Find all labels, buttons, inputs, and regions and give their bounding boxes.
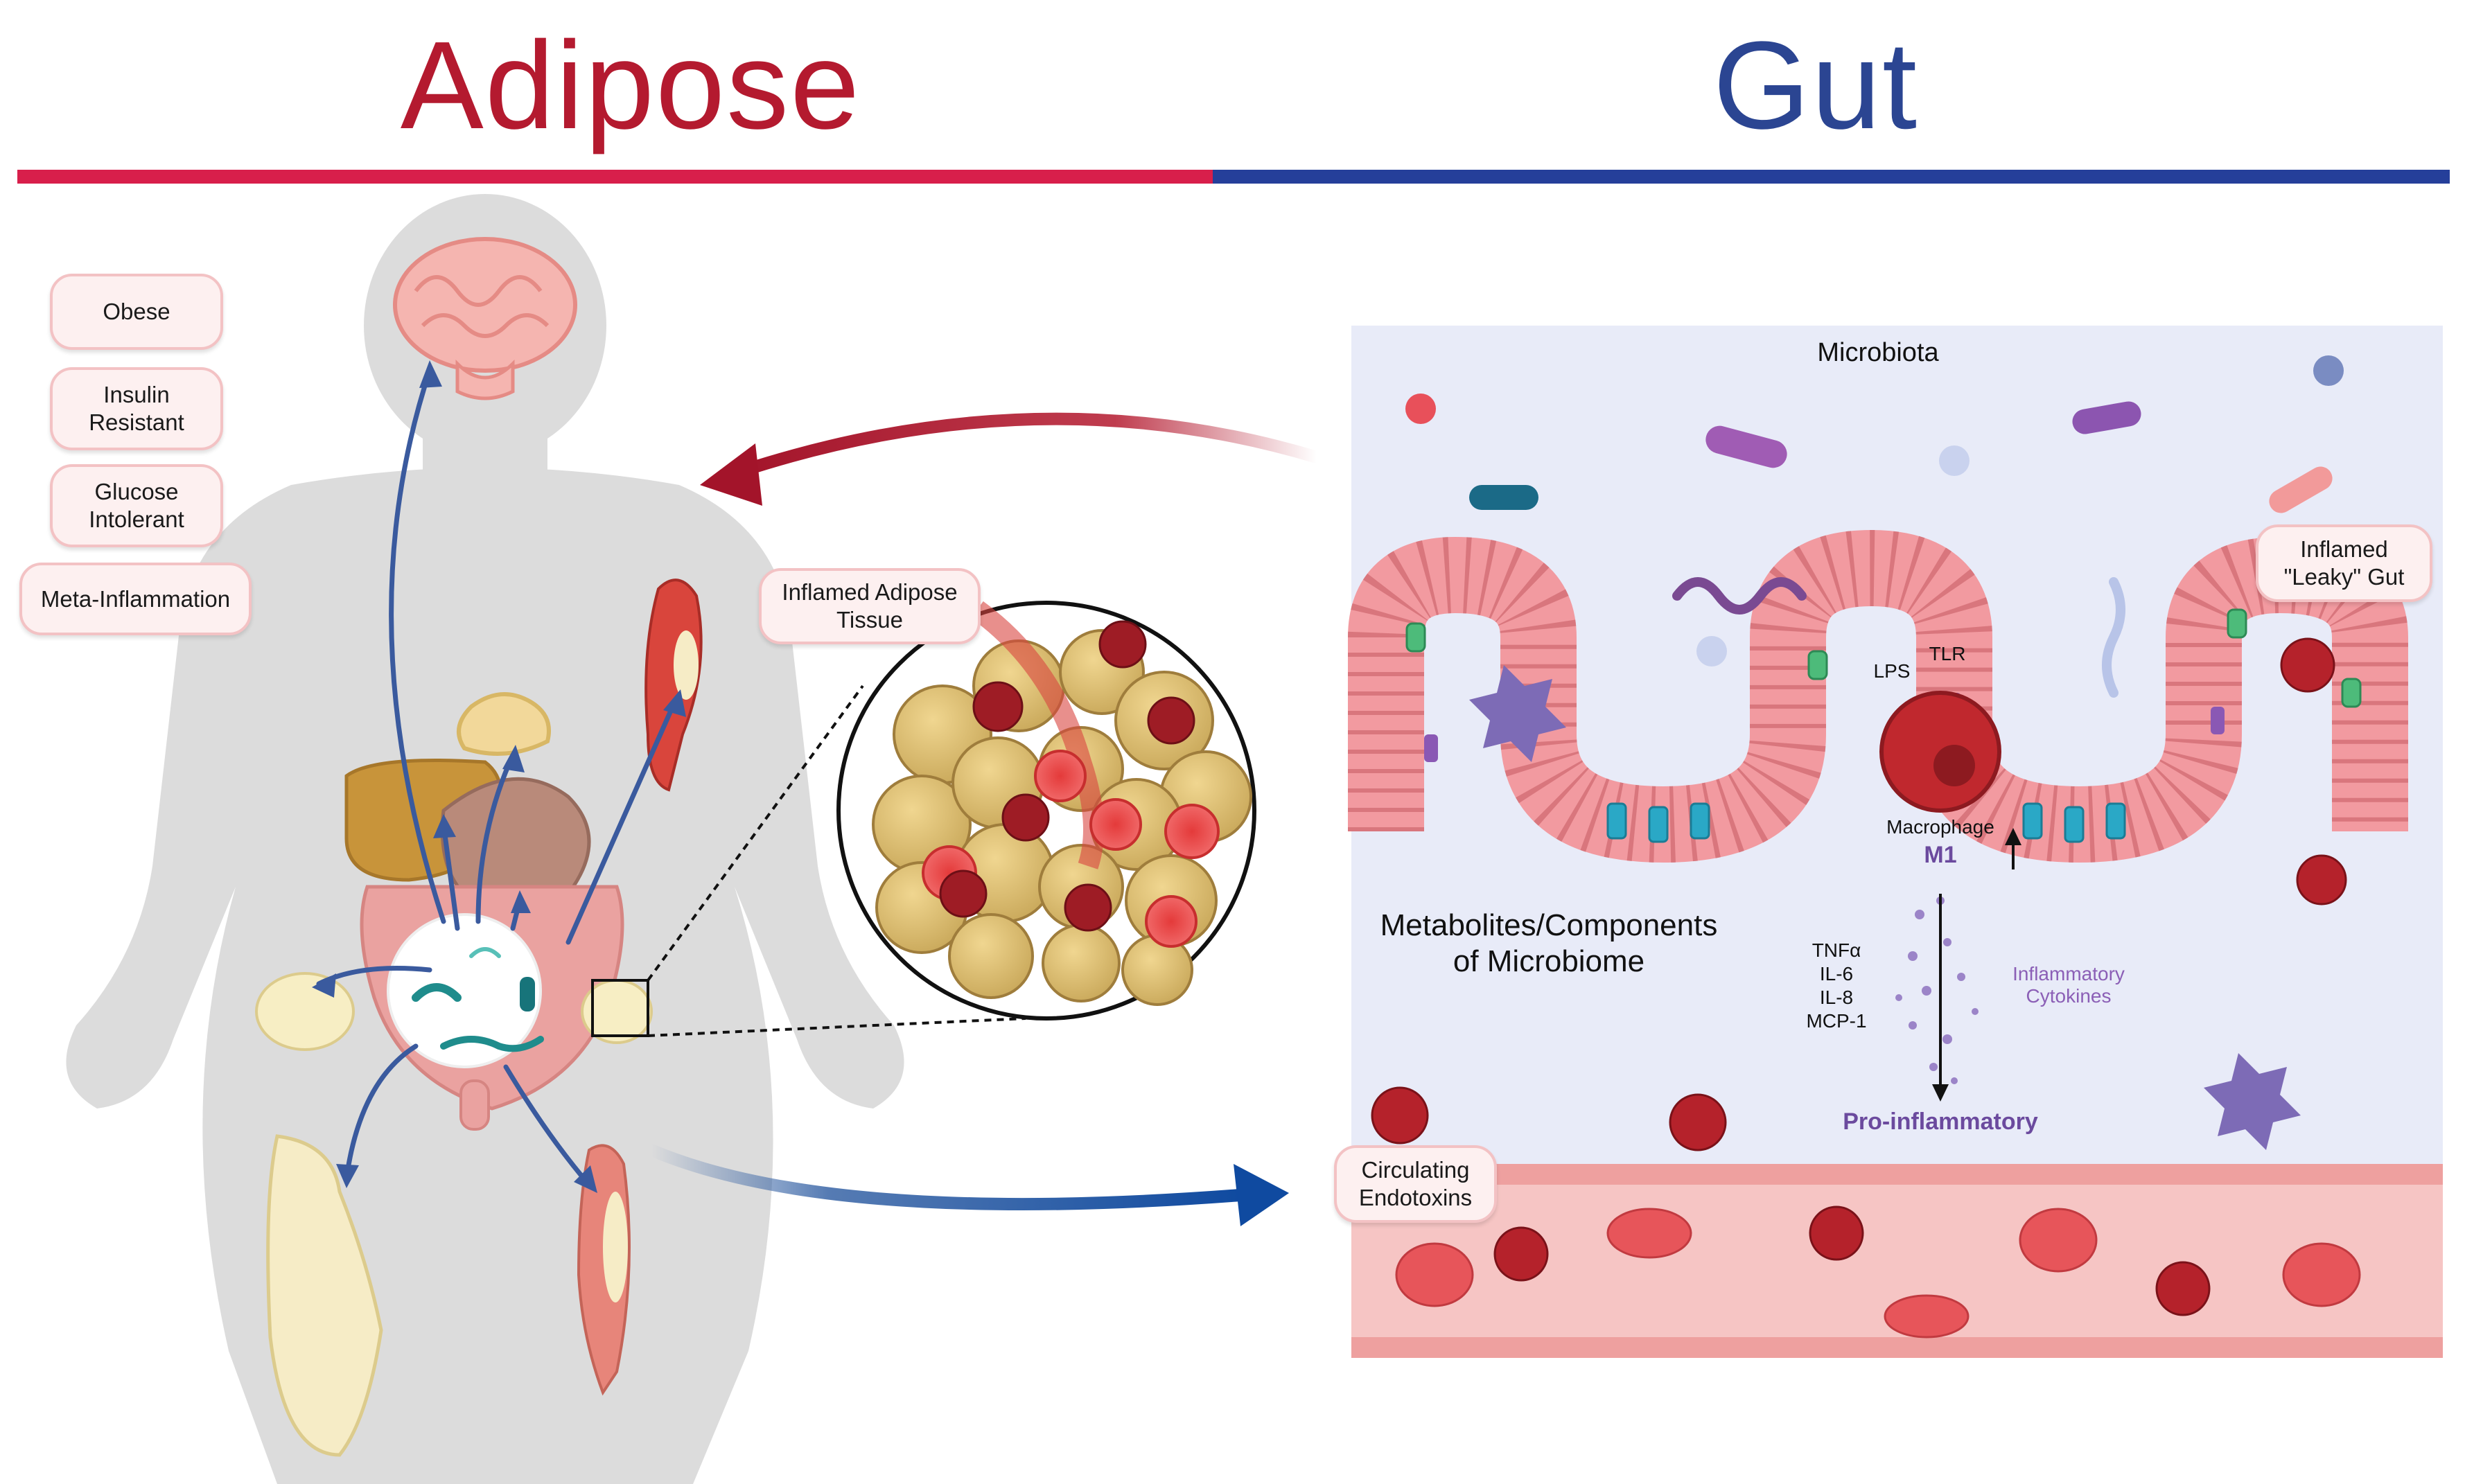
cytokine-tnfa: TNFα	[1812, 939, 1861, 961]
pancreas-icon	[457, 692, 551, 756]
lps-label: LPS	[1873, 660, 1911, 682]
zoom-indicator	[591, 684, 1026, 1037]
leaky-gut-label: Inflamed "Leaky" Gut	[2256, 524, 2432, 602]
metabolites-label: Metabolites/Components of Microbiome	[1380, 908, 1718, 978]
macrophage-cell	[1879, 691, 2001, 813]
subcutaneous-fat-leg-icon	[266, 1134, 383, 1457]
cytokine-il6: IL-6	[1819, 963, 1854, 984]
phenotype-insulin-resistant: Insulin Resistant	[50, 367, 223, 450]
gut-to-adipose-arrow	[700, 412, 1323, 506]
gut-panel	[1348, 326, 2443, 1358]
microbe-cells	[1405, 355, 2344, 698]
immune-cells-small	[1371, 637, 2347, 1316]
cytokine-particles	[1895, 896, 1979, 1084]
muscle-leg-icon	[577, 1144, 631, 1396]
gut-header: Gut	[1712, 16, 1919, 155]
adipose-divider-bar	[17, 170, 1213, 184]
phenotype-obese: Obese	[50, 274, 223, 350]
brain-icon	[393, 237, 577, 400]
inflamed-adipose-tissue-label: Inflamed Adipose Tissue	[759, 568, 981, 644]
organ-arrowheads	[312, 360, 686, 1193]
gut-divider-bar	[1213, 170, 2450, 184]
microbiota-label: Microbiota	[1817, 338, 1939, 367]
tlr-label: TLR	[1929, 643, 1966, 664]
gut-microbiome-circle	[387, 913, 544, 1068]
dendritic-cells	[1469, 665, 2301, 1150]
phenotype-meta-inflammation: Meta-Inflammation	[19, 563, 252, 635]
adipose-tissue-zoom-circle	[836, 601, 1256, 1021]
cytokine-il8: IL-8	[1819, 987, 1854, 1008]
cytokine-mcp1: MCP-1	[1806, 1010, 1867, 1032]
visceral-fat-left-icon	[255, 972, 355, 1051]
adipose-header: Adipose	[400, 16, 861, 155]
circulating-endotoxins-label: Circulating Endotoxins	[1334, 1145, 1497, 1223]
cytokine-list: TNFα IL-6 IL-8 MCP-1	[1788, 939, 1885, 1033]
macrophage-label: Macrophage	[1886, 816, 1994, 838]
inflammatory-cytokines-label: Inflammatory Cytokines	[2012, 963, 2125, 1007]
m1-label: M1	[1924, 842, 1957, 868]
phenotype-glucose-intolerant: Glucose Intolerant	[50, 464, 223, 547]
organ-signaling-arrows	[316, 368, 678, 1187]
adipose-to-circulation-arrow	[645, 1144, 1289, 1226]
pro-inflammatory-label: Pro-inflammatory	[1843, 1108, 2038, 1135]
